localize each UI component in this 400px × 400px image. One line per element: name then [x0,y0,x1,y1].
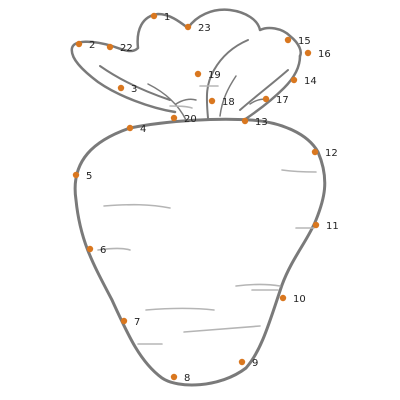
center-leaf-outline [186,8,302,58]
right-leaf-inner-line [239,69,289,111]
dot-12[interactable] [311,148,319,156]
carrot-body-outline [73,117,327,387]
dot-number-label: 1 [164,12,170,23]
dot-number-label: 13 [255,117,268,128]
dot-number-label: 18 [222,97,235,108]
dot-9[interactable] [238,358,246,366]
dot-5[interactable] [72,171,80,179]
dot-number-label: 8 [184,373,190,384]
dot-3[interactable] [117,84,125,92]
dot-20[interactable] [170,114,178,122]
carrot-texture-line [183,325,261,333]
dot-number-label: 15 [298,36,311,47]
carrot-texture-line [235,283,281,287]
dot-number-label: 10 [293,294,306,305]
dot-number-label: 5 [86,171,92,182]
dot-8[interactable] [170,373,178,381]
dot-number-label: 12 [325,148,338,159]
dot-2[interactable] [75,40,83,48]
dot-number-label: 20 [184,114,197,125]
dot-number-label: 16 [318,49,331,60]
dot-1[interactable] [150,12,158,20]
dot-number-label: 22 [120,43,133,54]
dot-14[interactable] [290,76,298,84]
dot-number-label: 7 [134,317,140,328]
dot-7[interactable] [120,317,128,325]
dot-number-label: 23 [198,23,211,34]
dot-6[interactable] [86,245,94,253]
dot-4[interactable] [126,124,134,132]
leaf-vein-3 [175,98,197,105]
dot-18[interactable] [208,97,216,105]
carrot-texture-line [145,307,215,311]
left-leaf-outline [70,12,190,114]
leaf-vein-2 [219,75,237,117]
dot-17[interactable] [262,95,270,103]
dot-number-label: 17 [276,95,289,106]
dot-number-label: 9 [252,358,258,369]
dot-number-label: 14 [304,76,317,87]
left-leaf-inner-line [99,65,171,101]
carrot-texture-line [103,203,171,209]
dot-11[interactable] [312,221,320,229]
dot-number-label: 6 [100,245,106,256]
center-leaf-stem [205,39,249,119]
leaf-vein-1 [147,83,187,121]
dot-16[interactable] [304,49,312,57]
dot-23[interactable] [184,23,192,31]
carrot-texture-line [169,105,193,109]
dot-10[interactable] [279,294,287,302]
carrot-texture-line [97,247,131,251]
dot-number-label: 2 [89,40,95,51]
dot-13[interactable] [241,117,249,125]
dot-15[interactable] [284,36,292,44]
dot-19[interactable] [194,70,202,78]
carrot-texture-line [281,169,317,173]
dot-22[interactable] [106,43,114,51]
dot-number-label: 11 [326,221,339,232]
dot-number-label: 3 [131,84,137,95]
dot-number-label: 4 [140,124,146,135]
right-leaf-outline [242,54,302,122]
dot-number-label: 19 [208,70,221,81]
